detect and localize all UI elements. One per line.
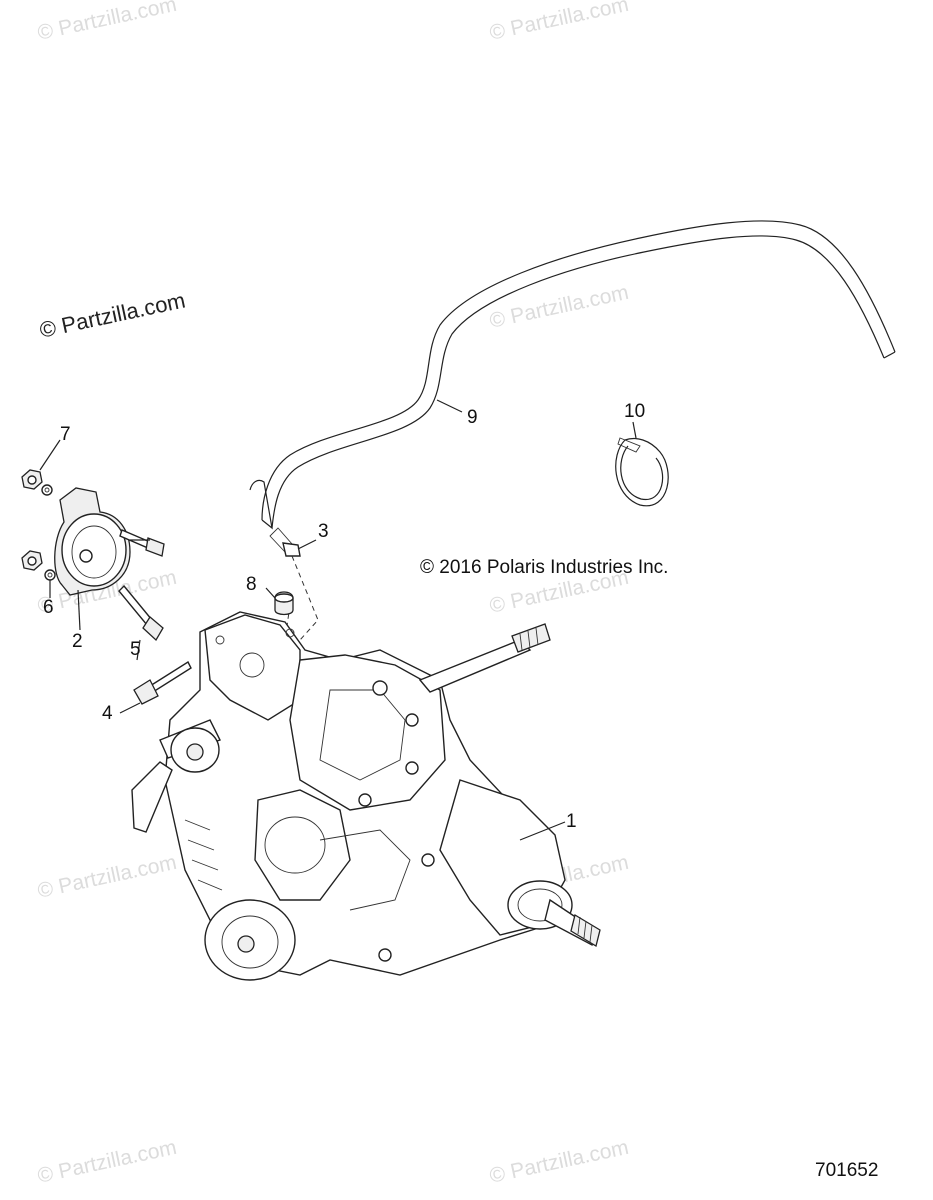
plug-part-8	[265, 587, 294, 616]
transmission-part-1	[131, 611, 601, 981]
callout-1: 1	[566, 811, 577, 832]
nut-part-6	[21, 550, 56, 598]
leader-9	[436, 399, 463, 413]
clamp-part-10	[615, 437, 669, 507]
bolt-part-5	[118, 584, 164, 661]
vent-hose-part-9	[249, 220, 896, 553]
callout-4: 4	[102, 703, 113, 724]
bolt-part-4	[119, 660, 192, 714]
callout-10: 10	[624, 401, 646, 422]
callout-7: 7	[60, 424, 71, 445]
figure-number: 701652	[815, 1160, 879, 1181]
nut-part-7	[21, 439, 61, 496]
callout-3: 3	[318, 521, 329, 542]
clip-part-3	[282, 539, 317, 557]
leader-10	[632, 421, 637, 439]
callout-5: 5	[130, 639, 141, 660]
callout-9: 9	[467, 407, 478, 428]
callout-8: 8	[246, 574, 257, 595]
copyright-notice: © 2016 Polaris Industries Inc.	[420, 557, 669, 578]
callout-6: 6	[43, 597, 54, 618]
callout-2: 2	[72, 631, 83, 652]
bolt-sensor	[119, 529, 165, 557]
sensor-part-2	[54, 487, 131, 631]
